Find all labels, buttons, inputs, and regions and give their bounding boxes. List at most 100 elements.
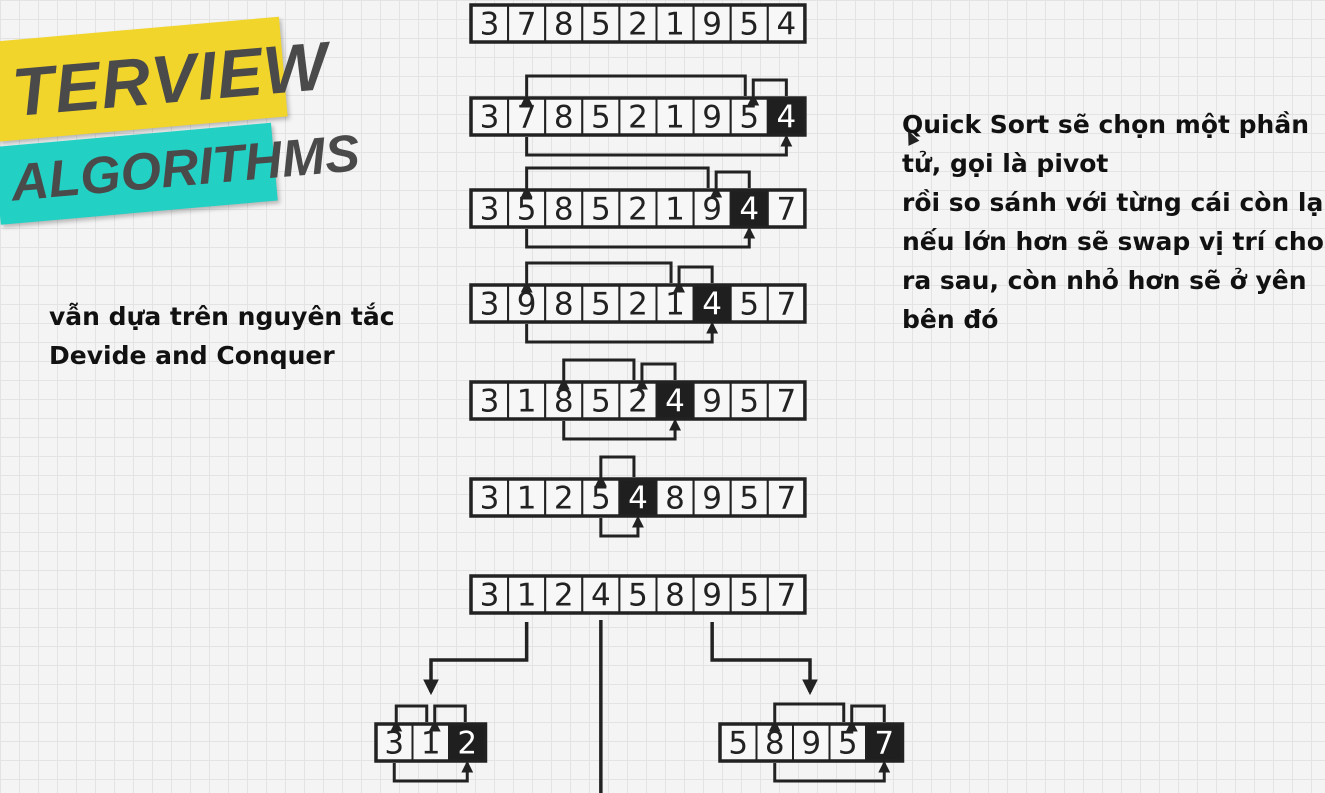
- note-left-line: vẫn dựa trên nguyên tắc: [49, 302, 395, 331]
- cell-value: 5: [739, 7, 759, 43]
- cell-value: 8: [665, 578, 685, 614]
- cell-value: 8: [554, 100, 574, 136]
- cell-value: 5: [591, 384, 611, 420]
- cell-value: 1: [665, 287, 685, 323]
- cell-value: 9: [801, 726, 821, 762]
- note-left-line: Devide and Conquer: [49, 341, 335, 370]
- pivot-cell: [766, 97, 806, 136]
- array-outline: [469, 188, 807, 229]
- array-outline: [469, 96, 807, 137]
- cell-value: 5: [591, 481, 611, 517]
- array-cell: [544, 575, 584, 614]
- cell-value: 3: [384, 726, 404, 762]
- cell-value: 5: [591, 7, 611, 43]
- cell-value: 7: [517, 7, 537, 43]
- cell-value: 5: [739, 287, 759, 323]
- split-arrow-right: [710, 622, 818, 696]
- cell-value: 7: [776, 384, 796, 420]
- cell-value: 8: [554, 192, 574, 228]
- swap-arrow: [428, 704, 467, 732]
- swap-arrow: [747, 78, 788, 106]
- note-left: vẫn dựa trên nguyên tắc Devide and Conqu…: [49, 297, 395, 375]
- cell-value: 5: [739, 481, 759, 517]
- cell-value: 3: [480, 287, 500, 323]
- logo-line1: TERVIEW: [9, 27, 332, 132]
- note-right-line: bên đó: [902, 305, 999, 334]
- cell-value: 2: [628, 384, 648, 420]
- cell-value: 2: [628, 287, 648, 323]
- cell-value: 1: [517, 578, 537, 614]
- swap-arrow: [525, 134, 793, 157]
- cell-value: 2: [628, 7, 648, 43]
- cell-value: 4: [776, 100, 796, 136]
- cell-value: 3: [480, 384, 500, 420]
- cell-value: 4: [591, 578, 611, 614]
- swap-arrow: [392, 760, 474, 783]
- cell-value: 8: [665, 481, 685, 517]
- note-right-line: rồi so sánh với từng cái còn lại,: [902, 188, 1325, 217]
- swap-arrow: [525, 226, 756, 249]
- split-arrow-left: [423, 622, 529, 696]
- cell-value: 2: [628, 192, 648, 228]
- cell-value: 3: [480, 100, 500, 136]
- cell-value: 5: [739, 578, 759, 614]
- cell-value: 5: [739, 384, 759, 420]
- cell-value: 2: [457, 726, 477, 762]
- array-cell: [618, 284, 658, 323]
- interview-algorithms-logo: TERVIEW ALGORITHMS: [0, 16, 362, 232]
- cell-value: 5: [591, 287, 611, 323]
- swap-arrow: [635, 362, 677, 390]
- cell-value: 3: [480, 192, 500, 228]
- cell-value: 7: [776, 481, 796, 517]
- cell-value: 3: [480, 578, 500, 614]
- cell-value: 7: [776, 578, 796, 614]
- note-right-line: ra sau, còn nhỏ hơn sẽ ở yên: [902, 266, 1307, 295]
- array-outline: [469, 283, 807, 324]
- cell-value: 1: [665, 100, 685, 136]
- cell-value: 5: [728, 726, 748, 762]
- swap-arrow: [520, 166, 710, 198]
- cell-value: 7: [776, 192, 796, 228]
- array-cell: [507, 478, 547, 517]
- swap-arrow: [673, 265, 714, 293]
- cell-value: 3: [480, 481, 500, 517]
- connectors: [390, 74, 891, 793]
- cell-value: 7: [776, 287, 796, 323]
- cell-value: 7: [874, 726, 894, 762]
- cell-value: 5: [628, 578, 648, 614]
- swap-arrow: [594, 455, 636, 487]
- cell-value: 8: [554, 7, 574, 43]
- swap-arrow: [599, 515, 644, 538]
- cell-value: 1: [517, 384, 537, 420]
- cell-value: 1: [517, 481, 537, 517]
- cell-value: 9: [702, 100, 722, 136]
- array-cell: [544, 4, 584, 43]
- array-outline: [469, 3, 807, 44]
- array-cell: [618, 4, 658, 43]
- cell-value: 5: [591, 192, 611, 228]
- cell-value: 2: [628, 100, 648, 136]
- note-right-line: nếu lớn hơn sẽ swap vị trí cho: [902, 227, 1324, 256]
- cell-value: 4: [628, 481, 648, 517]
- swap-arrow: [773, 760, 891, 783]
- cell-value: 9: [517, 287, 537, 323]
- cell-value: 5: [591, 100, 611, 136]
- cell-value: 5: [838, 726, 858, 762]
- cell-value: 9: [702, 7, 722, 43]
- pivot-cell: [655, 381, 695, 420]
- swap-arrow: [520, 261, 673, 293]
- cell-value: 5: [739, 100, 759, 136]
- cell-value: 8: [554, 384, 574, 420]
- swap-arrow: [557, 358, 636, 390]
- swap-arrow: [525, 321, 719, 344]
- cell-value: 8: [765, 726, 785, 762]
- swap-arrow: [845, 704, 886, 732]
- array-cell: [692, 478, 732, 517]
